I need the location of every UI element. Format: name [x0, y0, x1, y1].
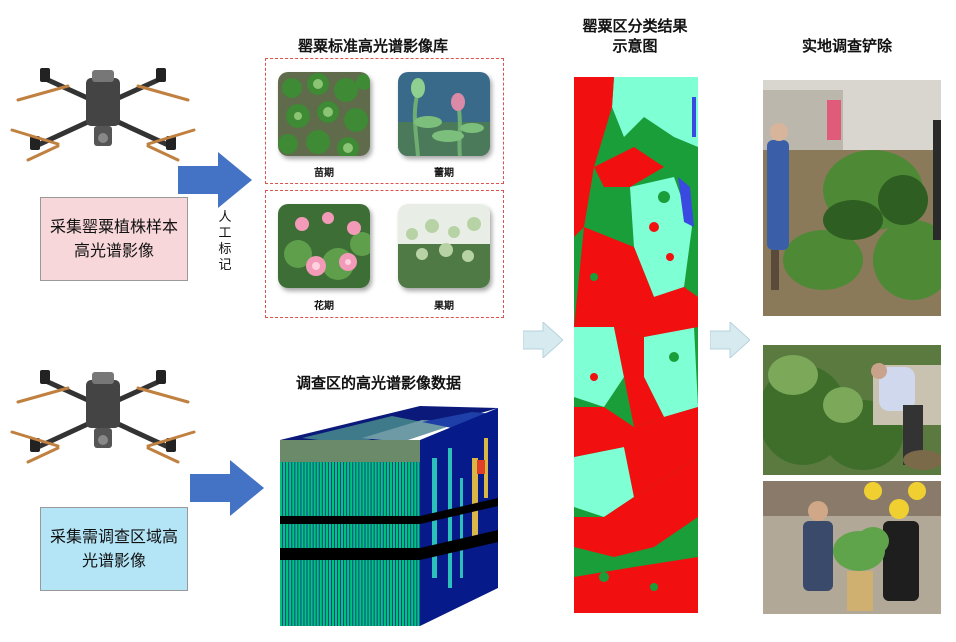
classification-title: 罂粟区分类结果示意图	[582, 17, 688, 55]
cube-stripe	[316, 460, 319, 626]
cube-stripe	[325, 460, 328, 626]
cube-stripe	[289, 460, 292, 626]
field-photo-2	[763, 345, 941, 475]
cube-stripe	[347, 460, 350, 626]
cube-front-top-region	[280, 440, 420, 462]
arrow-icon-to-classification	[523, 322, 563, 358]
cube-stripe	[411, 460, 414, 626]
cube-stripe	[301, 460, 304, 626]
cube-stripe	[304, 460, 307, 626]
bud-image	[398, 72, 490, 156]
arrow-icon-to-field	[710, 322, 750, 358]
bud-caption: 蕾期	[434, 168, 454, 179]
cube-stripe	[310, 460, 313, 626]
cube-stripe	[319, 460, 322, 626]
cube-stripe	[356, 460, 359, 626]
seedling-image	[278, 72, 370, 156]
cube-stripe	[383, 460, 386, 626]
collect-area-text: 采集需调查区域高光谱影像	[50, 527, 179, 570]
cube-stripe	[359, 460, 362, 626]
collect-sample-box: 采集罂粟植株样本高光谱影像	[40, 197, 188, 281]
cube-stripe	[331, 460, 335, 626]
cube-stripe	[280, 460, 283, 626]
cube-stripe	[344, 460, 347, 626]
hyperspectral-cube-image	[272, 398, 507, 634]
cube-stripe	[389, 460, 392, 626]
cube-stripe	[286, 460, 289, 626]
library-top-box	[265, 58, 504, 184]
cube-stripe	[298, 460, 301, 626]
cube-stripe	[337, 460, 341, 626]
collect-sample-text: 采集罂粟植株样本高光谱影像	[50, 217, 179, 260]
cube-stripe	[368, 460, 371, 626]
cube-stripe	[395, 460, 399, 626]
collect-area-box: 采集需调查区域高光谱影像	[40, 507, 188, 591]
fruit-image	[398, 204, 490, 288]
drone-icon-top	[8, 60, 198, 165]
cube-stripe	[365, 460, 368, 626]
cube-stripe	[398, 460, 402, 626]
cube-stripe	[371, 460, 374, 626]
manual-label-text: 人工标记	[218, 210, 232, 273]
cube-stripe	[417, 460, 420, 626]
field-photo-1	[763, 80, 941, 316]
cube-stripe	[295, 460, 298, 626]
classification-map-image	[574, 77, 698, 613]
cube-stripe	[386, 460, 389, 626]
cube-stripe	[341, 460, 344, 626]
cube-stripe	[405, 460, 408, 626]
cube-stripe	[380, 460, 383, 626]
cube-stripe	[350, 460, 353, 626]
seedling-caption: 苗期	[314, 168, 334, 179]
flower-image	[278, 204, 370, 288]
cube-stripe	[353, 460, 356, 626]
cube-stripe	[292, 460, 295, 626]
drone-icon-bottom	[8, 362, 198, 467]
cube-stripe	[328, 460, 331, 626]
cube-stripe	[313, 460, 316, 626]
flower-caption: 花期	[314, 301, 334, 312]
cube-stripe	[377, 460, 380, 626]
library-title: 罂粟标准高光谱影像库	[298, 37, 449, 55]
cube-stripe	[408, 460, 411, 626]
fruit-caption: 果期	[434, 301, 454, 312]
field-title: 实地调查铲除	[802, 37, 893, 55]
cube-stripe	[414, 460, 417, 626]
arrow-icon-to-library	[178, 152, 252, 208]
cube-stripe	[374, 460, 377, 626]
arrow-icon-to-cube	[190, 460, 264, 516]
survey-data-title: 调查区的高光谱影像数据	[296, 374, 462, 392]
cube-stripe	[334, 460, 338, 626]
field-photo-3	[763, 481, 941, 614]
cube-stripe	[307, 460, 310, 626]
cube-stripe	[402, 460, 405, 626]
cube-stripe	[392, 460, 396, 626]
cube-stripe	[283, 460, 286, 626]
cube-stripe	[322, 460, 325, 626]
library-bottom-box	[265, 190, 504, 318]
cube-stripe	[362, 460, 365, 626]
